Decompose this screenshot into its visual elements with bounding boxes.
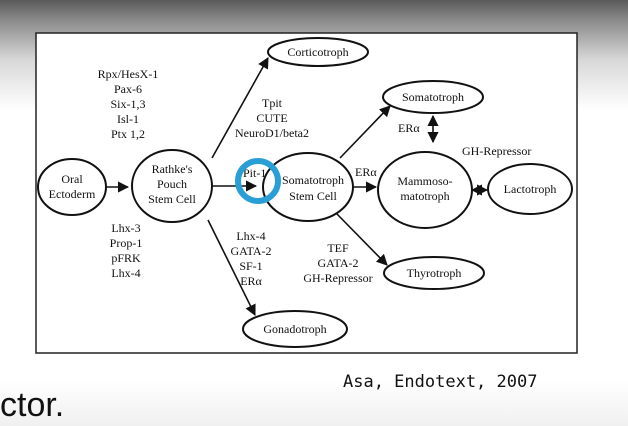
- highlight-circle: [235, 158, 281, 204]
- node-corticotroph: [267, 37, 369, 67]
- factor-early-1: Rpx/HesX-1: [98, 67, 159, 81]
- factor-gonado-3: SF-1: [239, 259, 262, 273]
- node-oral-ectoderm-line1: Oral: [61, 172, 83, 186]
- factor-early-2: Pax-6: [114, 82, 142, 96]
- node-gonadotroph-label: Gonadotroph: [263, 322, 326, 336]
- node-corticotroph-label: Corticotroph: [287, 45, 348, 59]
- node-lactotroph-label: Lactotroph: [504, 182, 557, 196]
- arrow-to-thyrotroph: [335, 212, 388, 266]
- factor-somatotroph-link: ERα: [398, 121, 420, 135]
- factor-gonado-2: GATA-2: [230, 244, 271, 258]
- citation-caption: Asa, Endotext, 2007: [343, 372, 538, 392]
- factor-pit1: Pit-1: [243, 166, 266, 180]
- node-somatotroph-stem-line2: Stem Cell: [289, 189, 337, 203]
- factor-cortico-2: CUTE: [256, 111, 287, 125]
- arrow-to-somatotroph: [339, 105, 391, 159]
- factor-mammo-link: ERα: [355, 165, 377, 179]
- node-rathke-line1: Rathke's: [152, 162, 193, 176]
- node-mammo-line1: Mammoso-: [397, 174, 452, 188]
- slide-text-fragment: ctor.: [0, 386, 65, 424]
- factor-early-4: Isl-1: [117, 112, 139, 126]
- node-thyrotroph-label: Thyrotroph: [407, 266, 462, 280]
- node-thyrotroph: [383, 256, 485, 290]
- factors-early: Rpx/HesX-1 Pax-6 Six-1,3 Isl-1 Ptx 1,2: [98, 67, 159, 141]
- node-rathke-line3: Stem Cell: [148, 192, 196, 206]
- node-rathke-line2: Pouch: [157, 177, 187, 191]
- factors-lower-left: Lhx-3 Prop-1 pFRK Lhx-4: [110, 221, 143, 280]
- factor-cortico-1: Tpit: [262, 96, 283, 110]
- node-somatotroph-stem: [262, 152, 354, 222]
- factor-lower-1: Lhx-3: [111, 221, 140, 235]
- factors-corticotroph: Tpit CUTE NeuroD1/beta2: [235, 96, 309, 140]
- node-somatotroph-stem-line1: Somatotroph: [282, 173, 344, 187]
- factor-early-5: Ptx 1,2: [111, 127, 145, 141]
- node-rathke-pouch: [131, 149, 213, 223]
- factor-thyro-2: GATA-2: [317, 256, 358, 270]
- factor-gonado-1: Lhx-4: [236, 229, 265, 243]
- factor-cortico-3: NeuroD1/beta2: [235, 126, 309, 140]
- node-mammosomatotroph: [377, 151, 473, 229]
- factor-early-3: Six-1,3: [110, 97, 145, 111]
- factors-gonadotroph: Lhx-4 GATA-2 SF-1 ERα: [230, 229, 271, 288]
- factor-lower-4: Lhx-4: [111, 266, 140, 280]
- factors-thyrotroph: TEF GATA-2 GH-Repressor: [303, 241, 372, 285]
- node-oral-ectoderm: [37, 158, 107, 216]
- node-somatotroph: [382, 80, 484, 114]
- node-mammo-line2: matotroph: [400, 189, 449, 203]
- arrow-to-gonadotroph: [207, 219, 256, 317]
- factor-gonado-4: ERα: [240, 274, 262, 288]
- factor-thyro-1: TEF: [327, 241, 349, 255]
- factor-lower-2: Prop-1: [110, 236, 143, 250]
- node-lactotroph: [487, 163, 573, 215]
- node-gonadotroph: [242, 310, 348, 348]
- node-oral-ectoderm-line2: Ectoderm: [49, 187, 96, 201]
- factor-gh-repressor: GH-Repressor: [462, 144, 531, 158]
- factor-thyro-3: GH-Repressor: [303, 271, 372, 285]
- arrow-to-corticotroph: [211, 57, 269, 159]
- node-somatotroph-label: Somatotroph: [402, 90, 464, 104]
- factor-lower-3: pFRK: [111, 251, 141, 265]
